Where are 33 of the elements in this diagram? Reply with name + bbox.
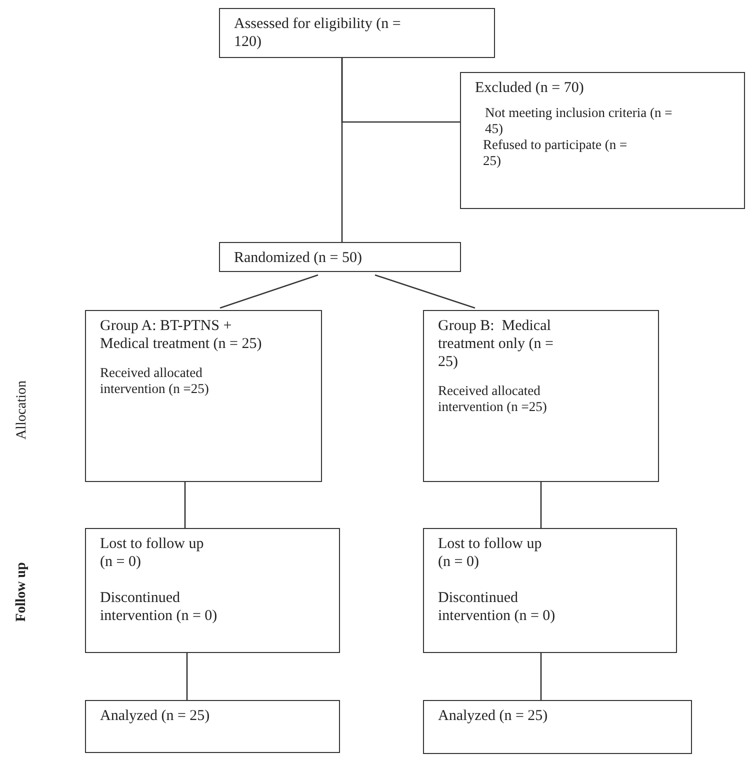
box-text: Discontinued intervention (n = 0) (100, 589, 218, 625)
process-box (423, 310, 659, 482)
connector-line (540, 482, 542, 528)
box-heading: Assessed for eligibility (n = 120) (234, 15, 402, 51)
process-box (423, 700, 692, 754)
box-text: Discontinued intervention (n = 0) (438, 589, 556, 625)
phase-label: Follow up (14, 562, 30, 622)
box-heading: Randomized (n = 50) (234, 249, 362, 267)
box-heading: Lost to follow up (n = 0) (100, 535, 205, 571)
box-heading: Analyzed (n = 25) (100, 707, 210, 725)
box-heading: Group A: BT-PTNS + Medical treatment (n = 25) (100, 317, 263, 353)
box-heading: Analyzed (n = 25) (438, 707, 548, 725)
process-box (460, 72, 745, 209)
process-box (423, 528, 677, 653)
process-box (219, 8, 495, 58)
box-heading: Excluded (n = 70) (475, 79, 584, 97)
connector-line (540, 653, 542, 700)
box-text: Refused to participate (n = 25) (483, 137, 628, 169)
phase-label: Allocation (14, 380, 30, 440)
process-box (85, 700, 340, 753)
box-text: Received allocated intervention (n =25) (100, 365, 210, 397)
process-box (85, 310, 322, 482)
box-text: Not meeting inclusion criteria (n = 45) (485, 105, 674, 137)
connector-line (220, 274, 318, 309)
connector-line (184, 482, 186, 528)
box-heading: Lost to follow up (n = 0) (438, 535, 543, 571)
process-box (85, 528, 340, 653)
process-box (219, 242, 461, 272)
connector-line (341, 58, 460, 123)
connector-line (374, 274, 476, 309)
connector-line (186, 653, 188, 700)
box-text: Received allocated intervention (n =25) (438, 383, 548, 415)
box-heading: Group B: Medical treatment only (n = 25) (438, 317, 555, 371)
